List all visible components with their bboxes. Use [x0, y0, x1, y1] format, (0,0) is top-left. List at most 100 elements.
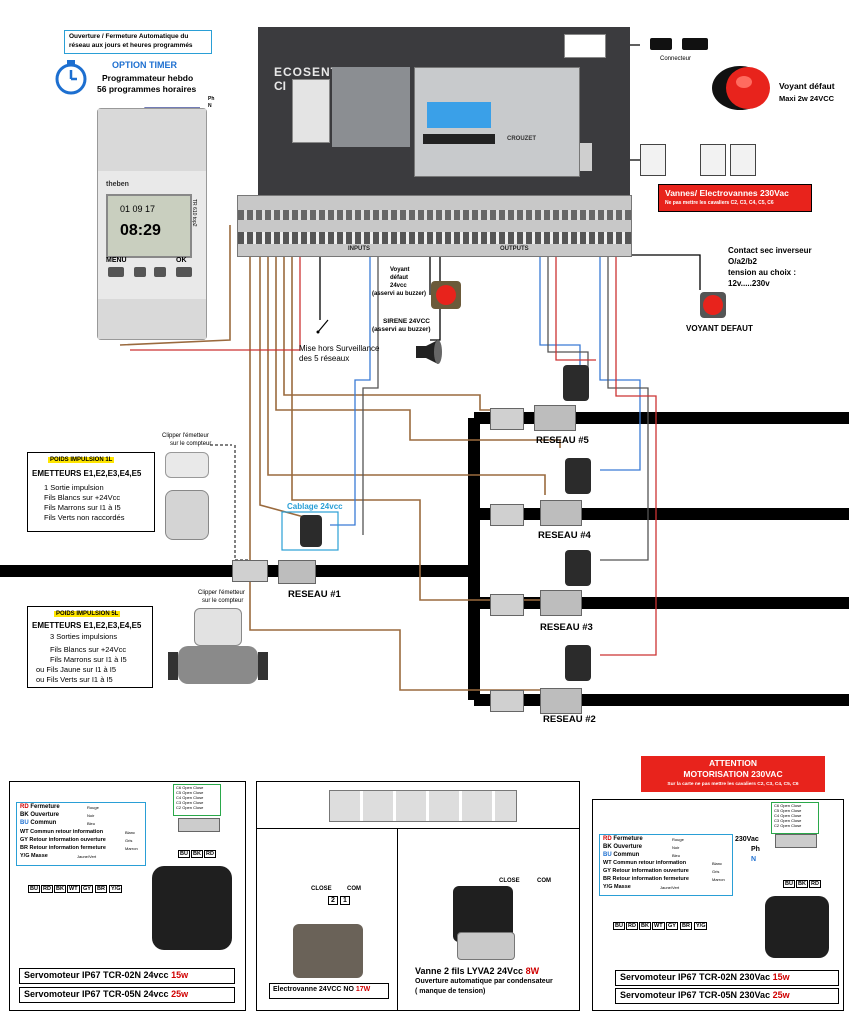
water-meter-small — [165, 490, 209, 540]
servo-230-label-1: Servomoteur IP67 TCR-02N 230Vac 15w — [615, 970, 839, 986]
switch-icon — [316, 319, 329, 334]
vannes-line1: Vannes/ Electrovannes 230Vac — [665, 188, 789, 198]
jumper-24-c6: C6 Open Close — [176, 785, 204, 790]
automatic-opening-note: Ouverture / Fermeture Automatique du rés… — [64, 30, 212, 54]
reseau-4-label: RESEAU #4 — [538, 530, 591, 541]
legend-230-gy-color: Gris — [712, 869, 720, 874]
legend-230-yg-color: Jaune/Vert — [660, 885, 680, 890]
sirene-line1: SIRENE 24VCC — [383, 318, 430, 325]
timer-model: TR 610 top2 — [191, 199, 197, 227]
legend-24-yg-color: Jaune/Vert — [77, 854, 97, 859]
sirene-line2: (asservi au buzzer) — [372, 326, 431, 333]
tc24-bu: BU — [28, 885, 40, 893]
meter-reseau-2 — [490, 690, 524, 712]
pulse-emitter-1l — [165, 452, 209, 478]
legend-24-bu-name: Commun — [30, 820, 57, 826]
poids-5l-badge: POIDS IMPULSION 5L — [54, 611, 121, 617]
v2f-com-label: COM — [537, 878, 551, 884]
bk24-bu: BU — [178, 850, 190, 858]
option-timer-line1: Programmateur hebdo — [102, 73, 194, 83]
plc-buttons[interactable] — [423, 134, 495, 144]
tc230-bk: BK — [639, 922, 651, 930]
option-timer-title: OPTION TIMER — [112, 60, 177, 70]
timer-menu-label: MENU — [106, 257, 127, 264]
tc24-bk: BK — [54, 885, 66, 893]
jumper-24-c3: C3 Open Close — [176, 800, 204, 805]
legend-24-br-name: Retour information fermeture — [29, 845, 106, 851]
n-power-label: N — [751, 856, 757, 863]
plc-extension — [580, 143, 592, 171]
valve-reseau-4 — [540, 500, 582, 526]
mise-hors-line2: des 5 réseaux — [299, 354, 350, 363]
servo24-l1-power: 15w — [171, 970, 189, 980]
legend-24-rd-code: RD — [20, 804, 29, 810]
tc24-rd: RD — [41, 885, 53, 893]
legend-24-br-code: BR — [20, 845, 28, 851]
stopwatch-icon — [55, 60, 87, 95]
poids-1l-line3: Fils Marrons sur I1 à I5 — [44, 503, 121, 512]
vac-label: 230Vac — [735, 836, 759, 843]
servo-230-label-2: Servomoteur IP67 TCR-05N 230Vac 25w — [615, 988, 839, 1004]
meter-reseau-4 — [490, 504, 524, 526]
water-meter-large — [168, 608, 268, 690]
clipper-top-line1: Clipper l'émetteur — [162, 433, 209, 439]
attention-line1: ATTENTION — [708, 758, 757, 768]
circuit-breaker — [292, 79, 330, 143]
actuator-reseau-5 — [563, 365, 589, 401]
legend-230-gy-code: GY — [603, 868, 611, 874]
legend-230-br-color: Marron — [712, 877, 725, 882]
jumper-230-c5: C5 Open Close — [774, 808, 802, 813]
bk-terminals-24: BU BK RD — [178, 850, 218, 860]
poids-5l-line1: 3 Sorties impulsions — [50, 632, 118, 641]
legend-24-yg-name: Masse — [31, 853, 48, 859]
attention-line3: Sur la carte ne pas mettre les cavaliers… — [667, 782, 799, 787]
legend-230-bk-code: BK — [603, 844, 612, 850]
jumper-24-c2: C2 Open Close — [176, 805, 204, 810]
legend-24-wt-code: WT — [20, 829, 29, 835]
legend-24-gy-code: GY — [20, 837, 28, 843]
terminal-block-230 — [775, 834, 817, 848]
note-line-1: Ouverture / Fermeture Automatique du — [69, 33, 189, 40]
valve-reseau-2 — [540, 688, 582, 714]
vannes-banner: Vannes/ Electrovannes 230Vac Ne pas mett… — [658, 184, 812, 212]
jumper-card-24: C6 Open Close C5 Open Close C4 Open Clos… — [173, 784, 221, 816]
n-label: N — [208, 103, 212, 109]
legend-24-wt-name: Commun retour information — [30, 829, 104, 835]
ev-pin-2: 2 — [328, 896, 338, 905]
ev-label-power: 17W — [355, 986, 371, 993]
terminal-strip: INPUTS OUTPUTS — [237, 195, 632, 257]
legend-24-bk-name: Ouverture — [30, 812, 60, 818]
tc230-wt: WT — [652, 922, 665, 930]
bk230-rd: RD — [809, 880, 821, 888]
attention-line2: MOTORISATION 230VAC — [683, 769, 783, 779]
inputs-label: INPUTS — [348, 246, 371, 252]
buzzer-voyant-line1: Voyant — [390, 267, 410, 273]
ev-com-label: COM — [347, 886, 361, 892]
timer-menu-button[interactable] — [108, 267, 124, 277]
ph-label: Ph — [208, 96, 215, 102]
valves-panel: CLOSE COM 2 1 Electrovanne 24VCC NO 17W … — [256, 781, 580, 1011]
poids-5l-line2: Fils Blancs sur +24Vcc — [50, 645, 127, 654]
timer-left-button[interactable] — [134, 267, 146, 277]
v2f-close-label: CLOSE — [499, 878, 520, 884]
timer-ok-button[interactable] — [176, 267, 192, 277]
clipper-bottom-line1: Clipper l'émetteur — [198, 590, 245, 596]
timer-display-time: 08:29 — [120, 222, 161, 239]
voyant-defaut-right: VOYANT DEFAUT — [686, 324, 753, 333]
legend-24-gy-name: Retour information ouverture — [29, 837, 106, 843]
timer-right-button[interactable] — [154, 267, 166, 277]
crouzet-plc: CROUZET — [414, 67, 580, 177]
tc230-br: BR — [680, 922, 692, 930]
bk-terminals-230: BU BK RD — [783, 880, 823, 890]
servo-230vac-panel: C6 Open Close C5 Open Close C4 Open Clos… — [592, 799, 844, 1011]
bk230-bk: BK — [796, 880, 808, 888]
pulse-5l-box: POIDS IMPULSION 5L EMETTEURS E1,E2,E3,E4… — [27, 606, 153, 688]
legend-24-rd-name: Fermeture — [30, 804, 60, 810]
legend-230-rd-code: RD — [603, 836, 612, 842]
valve-reseau-1 — [278, 560, 316, 584]
legend-230-bk-color: Noir — [672, 845, 680, 850]
timer-ok-label: OK — [176, 257, 187, 264]
timer-lcd-display: 01 09 17 08:29 — [106, 194, 192, 258]
jumper-block-1 — [640, 144, 666, 176]
jumper-230-c2: C2 Open Close — [774, 823, 802, 828]
